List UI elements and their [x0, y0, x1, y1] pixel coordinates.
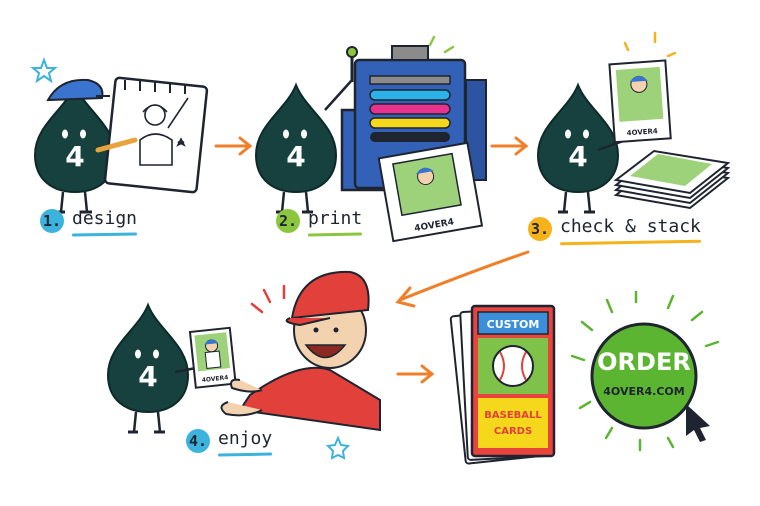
step-1-label: 1. design	[40, 208, 137, 233]
step-3-word: check & stack	[560, 216, 701, 241]
card-stack	[613, 149, 731, 210]
mascot-label: 4	[65, 140, 84, 173]
step-2-label: 2. print	[276, 208, 362, 233]
mascot-label: 4	[568, 140, 587, 173]
step-1-badge: 1.	[40, 208, 64, 233]
product-top-label: CUSTOM	[487, 318, 540, 331]
step-3-label: 3. check & stack	[528, 216, 701, 241]
red-cap-icon	[290, 270, 370, 320]
product-bottom-label-1: BASEBALL	[484, 410, 542, 421]
baseball-icon	[492, 345, 534, 387]
step-1-design-scene: 4	[30, 57, 209, 214]
step-4-badge: 4.	[186, 428, 210, 453]
order-title: ORDER	[597, 348, 691, 376]
order-button[interactable]: ORDER 4OVER4.COM	[570, 290, 720, 452]
step-4-label: 4. enjoy	[186, 428, 272, 453]
happy-fan	[220, 270, 381, 432]
cursor-icon	[686, 404, 710, 442]
mascot-label: 4	[286, 140, 305, 173]
mascot-label: 4	[138, 360, 157, 393]
blue-cap-icon	[46, 78, 104, 102]
step-2-word: print	[308, 208, 362, 233]
arrow-2-to-3	[490, 136, 529, 156]
arrow-1-to-2	[214, 136, 253, 156]
product-bottom-label-2: CARDS	[494, 426, 532, 437]
step-4-enjoy-scene: 4 4OVER4	[106, 270, 381, 460]
card-brand-label: 4OVER4	[626, 127, 658, 137]
card-brand-label: 4OVER4	[201, 374, 228, 384]
baseball-card-pack: CUSTOM BASEBALL CARDS	[449, 304, 556, 465]
step-3-badge: 3.	[528, 216, 552, 241]
printed-card: 4OVER4	[377, 141, 484, 243]
arrow-3-to-4	[395, 250, 530, 308]
sketchbook	[103, 76, 209, 194]
order-circle[interactable]	[590, 322, 698, 430]
step-2-badge: 2.	[276, 208, 300, 233]
step-2-print-scene: 4 4OVER4	[254, 35, 487, 243]
checked-card: 4OVER4	[608, 59, 672, 144]
step-1-word: design	[72, 208, 137, 233]
step-4-word: enjoy	[218, 428, 272, 453]
step-3-check-stack-scene: 4 4OVER4	[536, 31, 731, 214]
order-site: 4OVER4.COM	[603, 385, 684, 398]
handed-card: 4OVER4	[189, 326, 237, 389]
arrow-4-to-product	[396, 364, 435, 384]
